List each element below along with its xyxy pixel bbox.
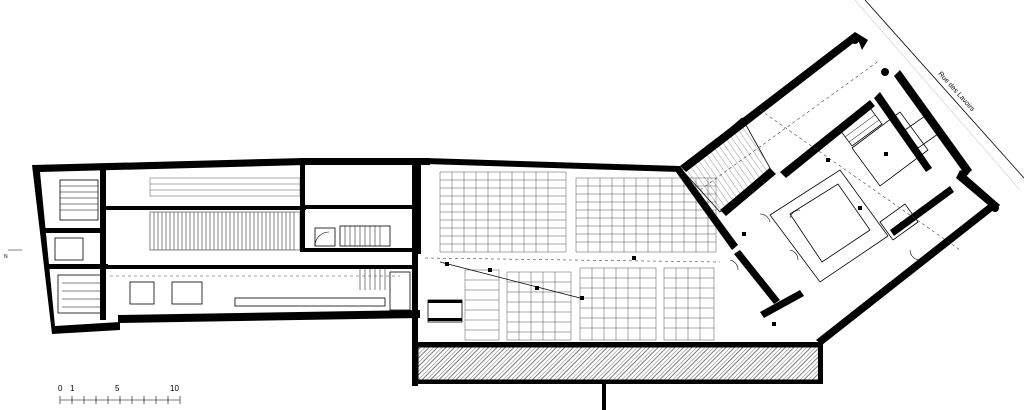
kiosk-top: [428, 300, 462, 303]
terrace-hatch: [417, 346, 823, 381]
street-label: Rue des Lavoirs: [937, 71, 976, 114]
wc-block-east: [904, 115, 939, 149]
hall-west-wall-lower: [412, 310, 418, 386]
inner-wall-6: [760, 290, 804, 318]
inner-wall-3: [874, 92, 932, 172]
seating-south: [464, 267, 715, 341]
hall-north-wall: [425, 158, 680, 172]
stair-flight-1: [59, 179, 99, 221]
corridor-wall-north: [106, 206, 306, 210]
scale-bar: 0 1 5 10: [58, 384, 181, 404]
street-edge-line-2: [854, 0, 1021, 191]
east-columns: [742, 36, 999, 326]
hall-axis-dashed: [424, 257, 721, 263]
door-swing: [314, 231, 330, 247]
street-facade-1: [894, 70, 972, 176]
door-swing-east-2: [789, 249, 799, 261]
east-room-north: [851, 111, 929, 187]
east-wing-west-wall: [676, 166, 738, 250]
sight-line: [439, 261, 581, 299]
terrace-stub: [602, 384, 606, 410]
inner-wall-4: [890, 186, 954, 236]
door-swing-east-4: [789, 209, 801, 219]
counter: [234, 297, 386, 307]
kitchen-fittings: [844, 114, 880, 143]
desk-2: [171, 281, 203, 305]
section-marker-label: N: [4, 254, 8, 260]
storage-unit: [389, 271, 411, 311]
stair-east: [879, 203, 919, 241]
inner-wall-2: [780, 100, 875, 178]
hall-south-wall: [412, 342, 822, 347]
seating-north: [439, 171, 717, 253]
scale-label-10: 10: [170, 384, 179, 393]
door-swing-east-3: [909, 249, 921, 261]
west-wing-south-wall: [118, 310, 420, 323]
east-hall-room: [769, 169, 889, 283]
stair-hatch-2: [359, 268, 386, 290]
inner-wall-1: [720, 168, 776, 216]
north-corner: [855, 32, 868, 50]
hall-west-wall-upper: [414, 164, 421, 254]
stair-partition-2: [48, 264, 108, 269]
west-wing-outer-wall: [32, 158, 305, 334]
east-axis-dashed-2: [699, 59, 881, 191]
west-wing: [32, 158, 430, 334]
terrace-south-wall: [412, 380, 822, 384]
terrace-east-wall: [818, 342, 823, 384]
wc: [314, 227, 336, 247]
shelving-north: [149, 177, 301, 197]
kiosk-bottom: [428, 318, 462, 321]
shelving-middle: [149, 211, 301, 251]
central-hall: [412, 158, 823, 410]
street-edge-line: [864, 0, 1024, 179]
core-wall-mid: [300, 205, 415, 209]
inner-wall-5: [734, 250, 780, 304]
west-wing-north-wall: [300, 158, 430, 165]
street-facade-2: [956, 170, 1000, 210]
kitchen-block: [839, 107, 883, 147]
corridor-wall-south: [106, 265, 416, 269]
core-wall-south: [300, 248, 415, 252]
desk-1: [129, 281, 155, 305]
east-wing-north-wall: [680, 32, 860, 172]
door-swing-east-5: [729, 259, 739, 271]
stair-partition-1: [42, 228, 102, 233]
stair-flight-2: [57, 274, 105, 314]
stair-block-wall: [100, 170, 106, 320]
scale-label-5: 5: [115, 384, 120, 393]
door-swing-east-1: [759, 213, 771, 223]
scale-label-1: 1: [70, 384, 75, 393]
east-hall-inner: [789, 183, 871, 263]
east-wing-south-wall: [816, 200, 1000, 345]
scale-label-0: 0: [58, 384, 63, 393]
east-wing: [676, 32, 1000, 345]
lift-shaft: [54, 237, 84, 261]
east-axis-dashed: [759, 109, 961, 251]
